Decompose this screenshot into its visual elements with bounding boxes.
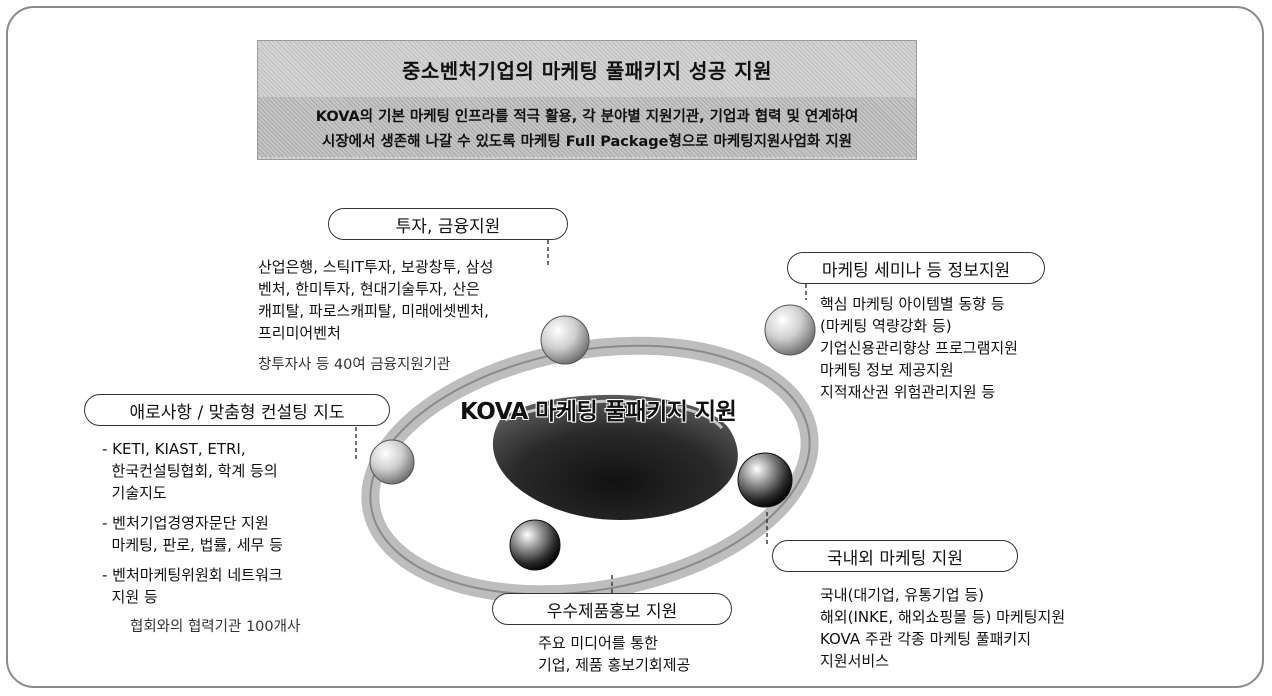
sphere-domestic	[737, 452, 793, 508]
node-consulting-line-7: 지원 등	[102, 588, 158, 606]
node-domestic-line-2: 해외(INKE, 해외쇼핑몰 등) 마케팅지원	[820, 608, 1066, 626]
node-seminar-label: 마케팅 세미나 등 정보지원	[787, 252, 1045, 284]
node-promotion-label: 우수제품홍보 지원	[492, 593, 732, 625]
banner-line-2: 시장에서 생존해 나갈 수 있도록 마케팅 Full Package형으로 마케…	[322, 134, 852, 150]
node-consulting-line-3: 기술지도	[102, 484, 167, 502]
node-seminar-line-4: 마케팅 정보 제공지원	[820, 361, 954, 379]
node-finance-line-1: 산업은행, 스틱IT투자, 보광창투, 삼성	[258, 258, 494, 276]
center-core	[492, 394, 738, 520]
banner-line-1: KOVA의 기본 마케팅 인프라를 적극 활용, 각 분야별 지원기관, 기업과…	[315, 109, 859, 125]
node-seminar-line-2: (마케팅 역량강화 등)	[820, 317, 952, 335]
outer-frame	[6, 6, 1264, 688]
node-seminar-line-5: 지적재산권 위험관리지원 등	[820, 383, 996, 401]
sphere-seminar	[764, 304, 816, 356]
node-promotion-line-2: 기업, 제품 홍보기회제공	[538, 656, 691, 674]
node-consulting-label: 애로사항 / 맞춤형 컨설팅 지도	[84, 394, 390, 426]
node-finance-note: 창투자사 등 40여 금융지원기관	[258, 357, 451, 373]
connectors	[355, 233, 807, 595]
node-consulting-line-5: 마케팅, 판로, 법률, 세무 등	[102, 536, 283, 554]
node-finance-line-3: 캐피탈, 파로스캐피탈, 미래에셋벤처,	[258, 302, 489, 320]
node-domestic-line-3: KOVA 주관 각종 마케팅 풀패키지	[820, 630, 1031, 648]
node-seminar-line-3: 기업신용관리향상 프로그램지원	[820, 339, 1018, 357]
sphere-finance	[540, 315, 590, 365]
node-consulting-line-1: - KETI, KIAST, ETRI,	[102, 440, 246, 458]
banner-title: 중소벤처기업의 마케팅 풀패키지 성공 지원	[401, 59, 773, 83]
node-consulting-line-6: - 벤처마케팅위원회 네트워크	[102, 566, 283, 584]
node-consulting-note: 협회와의 협력기관 100개사	[130, 619, 301, 635]
node-finance-label: 투자, 금융지원	[328, 208, 568, 240]
sphere-promotion	[509, 519, 561, 571]
header-banner: 중소벤처기업의 마케팅 풀패키지 성공 지원 KOVA의 기본 마케팅 인프라를…	[257, 40, 917, 160]
banner-description: KOVA의 기본 마케팅 인프라를 적극 활용, 각 분야별 지원기관, 기업과…	[258, 97, 916, 157]
node-domestic-line-1: 국내(대기업, 유통기업 등)	[820, 586, 985, 604]
sphere-consulting	[369, 439, 415, 485]
node-promotion-line-1: 주요 미디어를 통한	[538, 634, 658, 652]
node-finance-line-4: 프리미어벤처	[258, 324, 341, 342]
center-title: KOVA 마케팅 풀패키지 지원	[460, 399, 737, 425]
node-domestic-line-4: 지원서비스	[820, 652, 890, 670]
node-consulting-line-4: - 벤처기업경영자문단 지원	[102, 514, 269, 532]
node-consulting-line-2: 한국컨설팅협회, 학계 등의	[102, 462, 278, 480]
node-domestic-label: 국내외 마케팅 지원	[772, 540, 1018, 572]
node-finance-line-2: 벤처, 한미투자, 현대기술투자, 산은	[258, 280, 480, 298]
node-seminar-line-1: 핵심 마케팅 아이템별 동향 등	[820, 295, 1005, 313]
